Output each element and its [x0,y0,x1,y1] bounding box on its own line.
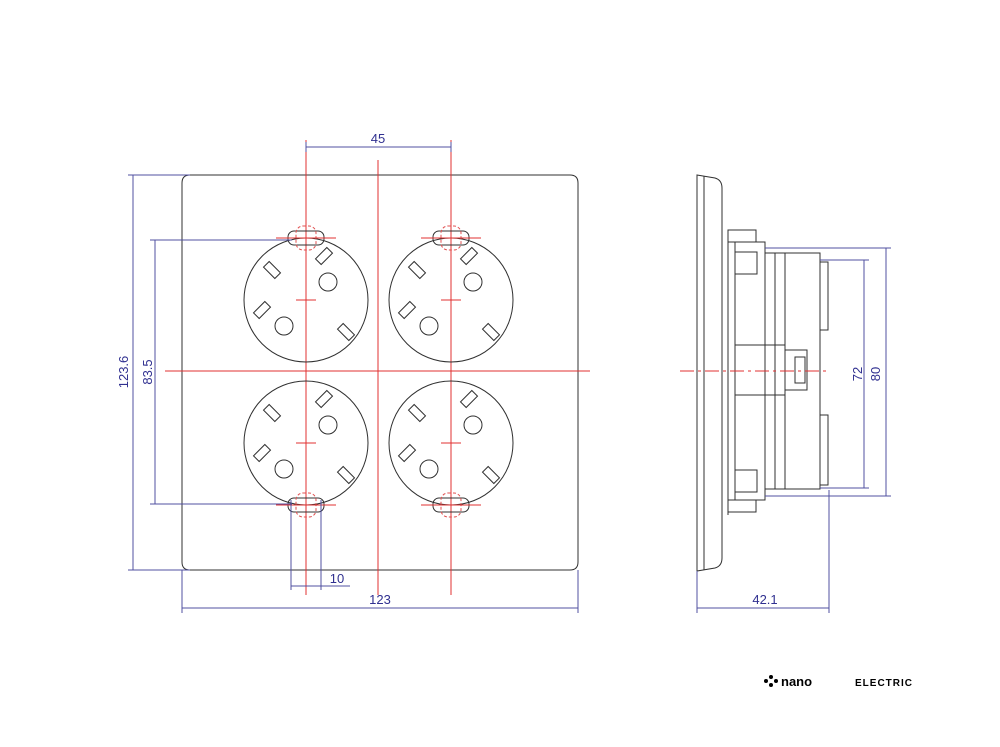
side-view: 72 80 42.1 [680,174,891,613]
dim-80-label: 80 [868,367,883,381]
socket-pin-hole [419,316,439,336]
socket-ground-clip [314,389,334,409]
socket-ground-clip [252,443,272,463]
front-plate-outline [181,174,579,571]
socket-ground-clip [262,260,282,280]
side-tab-bottom [727,499,757,513]
side-terminal-inner [794,356,806,384]
socket-ground-clip [407,260,427,280]
brand-logo: nano ELECTRIC [764,674,913,689]
socket-pin-hole [419,459,439,479]
socket-ground-clip [336,322,356,342]
side-clip-bottom [734,469,758,493]
logo-brand: nano [781,674,812,689]
dim-42-1-label: 42.1 [752,592,777,607]
logo-dots-icon [764,675,778,687]
dim-45-label: 45 [371,131,385,146]
front-view: 45 123.6 83.5 10 123 [116,131,590,613]
socket-pin-hole [274,316,294,336]
dim-10-label: 10 [330,571,344,586]
socket-pin-hole [318,415,338,435]
side-body-rear [820,261,829,486]
socket-ground-clip [336,465,356,485]
socket-pin-hole [463,415,483,435]
side-clip-top [734,251,758,275]
side-terminal [784,349,808,391]
socket-ground-clip [252,300,272,320]
dim-72-label: 72 [850,367,865,381]
socket-ground-clip [314,246,334,266]
socket-group [243,225,514,518]
socket-ground-clip [407,403,427,423]
socket-ground-clip [397,300,417,320]
socket-ground-clip [481,465,501,485]
socket-ground-clip [459,389,479,409]
side-plate-profile [696,174,723,572]
dim-83-5-label: 83.5 [140,359,155,384]
socket-ground-clip [481,322,501,342]
socket-pin-hole [274,459,294,479]
side-tab-top [727,229,757,243]
socket-ground-clip [262,403,282,423]
logo-suffix: ELECTRIC [855,678,913,689]
socket-ground-clip [397,443,417,463]
socket-pin-hole [318,272,338,292]
dim-123-6-label: 123.6 [116,356,131,389]
dim-123-label: 123 [369,592,391,607]
socket-ground-clip [459,246,479,266]
socket-pin-hole [463,272,483,292]
